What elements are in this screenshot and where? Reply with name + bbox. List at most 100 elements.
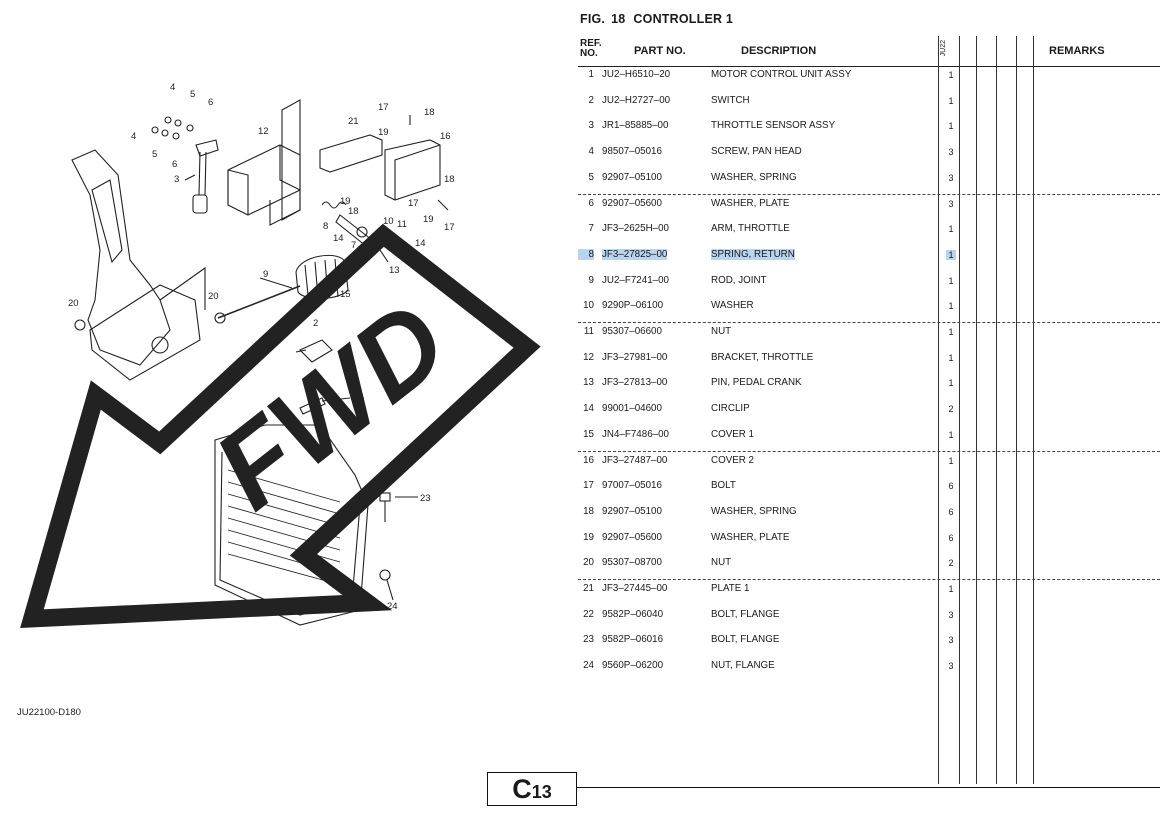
callout-label: 13 [389,265,400,276]
quantity-cell: 3 [948,661,954,672]
quantity-cell: 1 [948,327,954,337]
part-no-cell: 99001–04600 [602,403,662,415]
description-cell: WASHER [711,300,754,312]
quantity-cell: 1 [948,455,954,466]
table-row[interactable]: 12 JF3–27981–00 BRACKET, THROTTLE 1 [578,350,1160,376]
throttle-sensor [195,139,219,157]
part-no-cell: JU2–H2727–00 [602,94,671,106]
ref-cell: 7 [588,223,594,235]
part-no-cell: 92907–05100 [602,171,662,183]
ref-cell: 23 [583,634,594,646]
ref-cell: 4 [588,146,594,158]
column-divider [938,36,939,784]
figure-name: CONTROLLER 1 [633,12,734,26]
callout-label: 14 [333,233,344,244]
callout-label: 15 [340,289,351,300]
ref-cell: 16 [583,454,594,466]
quantity-cell: 1 [948,121,954,132]
part-no-cell: 97007–05016 [602,480,662,492]
description-cell: BOLT, FLANGE [711,634,780,646]
part-no-cell: JF3–27981–00 [602,351,668,363]
quantity-cell: 1 [948,275,954,286]
callout-label: 16 [440,131,451,142]
parts-table: REF.NO. PART NO. DESCRIPTION JU22 REMARK… [578,36,1160,784]
callout-label: 24 [387,601,398,612]
callout-label: 19 [423,214,434,225]
exploded-diagram: 1 2 3 4 4 5 5 6 6 7 8 9 10 11 12 13 14 1… [0,0,575,822]
plate-1 [319,134,383,173]
column-divider [996,36,997,784]
ref-cell: 14 [583,403,594,415]
description-cell: NUT, FLANGE [711,660,775,672]
quantity-cell: 3 [948,147,954,158]
description-cell: ARM, THROTTLE [711,223,790,235]
callout-label: 5 [152,149,157,160]
ref-cell: 22 [583,608,594,620]
ref-cell: 6 [588,197,594,209]
quantity-cell: 3 [948,635,954,646]
callout-label: 17 [444,222,455,233]
quantity-cell: 1 [948,584,954,594]
quantity-cell: 1 [948,352,954,363]
part-no-cell: JF3–27487–00 [602,454,668,466]
figure-prefix: FIG. [580,12,606,26]
description-cell: COVER 1 [711,428,755,440]
remarks-header: REMARKS [1049,45,1105,57]
model-header: JU22 [940,40,947,57]
callout-label: 23 [420,493,431,504]
description-cell: WASHER, PLATE [711,197,790,209]
ref-cell: 21 [583,583,594,594]
description-header: DESCRIPTION [741,45,817,57]
quantity-cell: 3 [948,198,954,209]
description-cell: COVER 2 [711,454,755,466]
description-cell: WASHER, SPRING [711,505,797,517]
callout-label: 22 [354,395,365,406]
callout-label: 18 [424,107,435,118]
part-no-cell: 92907–05600 [602,197,662,209]
ref-cell: 20 [583,557,594,569]
description-cell: NUT [711,557,732,569]
quantity-cell: 1 [948,429,954,440]
description-cell: WASHER, SPRING [711,171,797,183]
figure-number: 18 [611,12,626,26]
page-letter: C [512,773,532,804]
ref-header: REF. [580,38,602,49]
callout-label: 4 [170,82,175,93]
callout-label: 6 [172,159,177,170]
group-separator [578,579,1160,580]
ref-cell: 12 [583,351,594,363]
part-no-cell: JF3–27825–00 [602,248,668,260]
table-row[interactable]: 6 92907–05600 WASHER, PLATE 3 [578,196,1160,222]
joint-rod [217,285,301,319]
callout-label: 18 [348,206,359,217]
ref-cell: 2 [588,94,594,106]
column-divider [976,36,977,784]
fwd-arrow-icon: FWD [20,223,541,628]
table-row[interactable]: 16 JF3–27487–00 COVER 2 1 [578,453,1160,479]
description-cell: BRACKET, THROTTLE [711,351,814,363]
callout-label: 19 [378,127,389,138]
part-no-header: PART NO. [634,45,686,57]
